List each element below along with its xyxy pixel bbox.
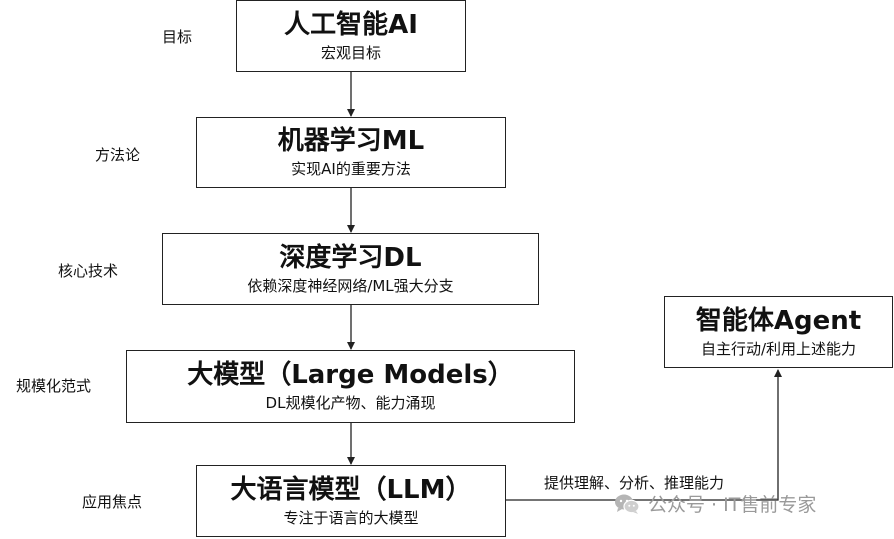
wechat-icon bbox=[615, 494, 640, 514]
side-label-core-tech: 核心技术 bbox=[58, 262, 119, 280]
node-llm-subtitle: 专注于语言的大模型 bbox=[283, 508, 419, 527]
node-ai: 人工智能AI 宏观目标 bbox=[236, 0, 466, 72]
node-ai-title: 人工智能AI bbox=[284, 9, 418, 40]
arrow-llm-to-agent bbox=[506, 369, 782, 501]
node-ml-subtitle: 实现AI的重要方法 bbox=[291, 160, 411, 178]
node-agent: 智能体Agent 自主行动/利用上述能力 bbox=[664, 296, 893, 368]
side-label-scaling-paradigm: 规模化范式 bbox=[16, 377, 92, 395]
node-ml-title: 机器学习ML bbox=[277, 126, 425, 156]
side-label-goal: 目标 bbox=[162, 28, 193, 46]
node-ml: 机器学习ML 实现AI的重要方法 bbox=[196, 117, 506, 188]
node-dl-title: 深度学习DL bbox=[279, 242, 422, 273]
node-large-models-title: 大模型（Large Models） bbox=[187, 360, 514, 390]
side-label-methodology: 方法论 bbox=[95, 146, 141, 164]
node-llm-title: 大语言模型（LLM） bbox=[230, 474, 472, 505]
node-large-models-subtitle: DL规模化产物、能力涌现 bbox=[265, 394, 436, 412]
node-dl-subtitle: 依赖深度神经网络/ML强大分支 bbox=[247, 276, 454, 295]
node-llm: 大语言模型（LLM） 专注于语言的大模型 bbox=[196, 465, 506, 537]
node-agent-title: 智能体Agent bbox=[695, 305, 862, 336]
node-dl: 深度学习DL 依赖深度神经网络/ML强大分支 bbox=[162, 233, 539, 305]
node-large-models: 大模型（Large Models） DL规模化产物、能力涌现 bbox=[126, 350, 575, 423]
node-agent-subtitle: 自主行动/利用上述能力 bbox=[700, 339, 857, 358]
watermark-text: 公众号 · IT售前专家 bbox=[648, 494, 817, 516]
node-ai-subtitle: 宏观目标 bbox=[320, 43, 381, 62]
side-label-application-focus: 应用焦点 bbox=[82, 493, 143, 511]
watermark: 公众号 · IT售前专家 bbox=[614, 490, 816, 517]
edge-label-llm-to-agent: 提供理解、分析、推理能力 bbox=[544, 474, 725, 492]
